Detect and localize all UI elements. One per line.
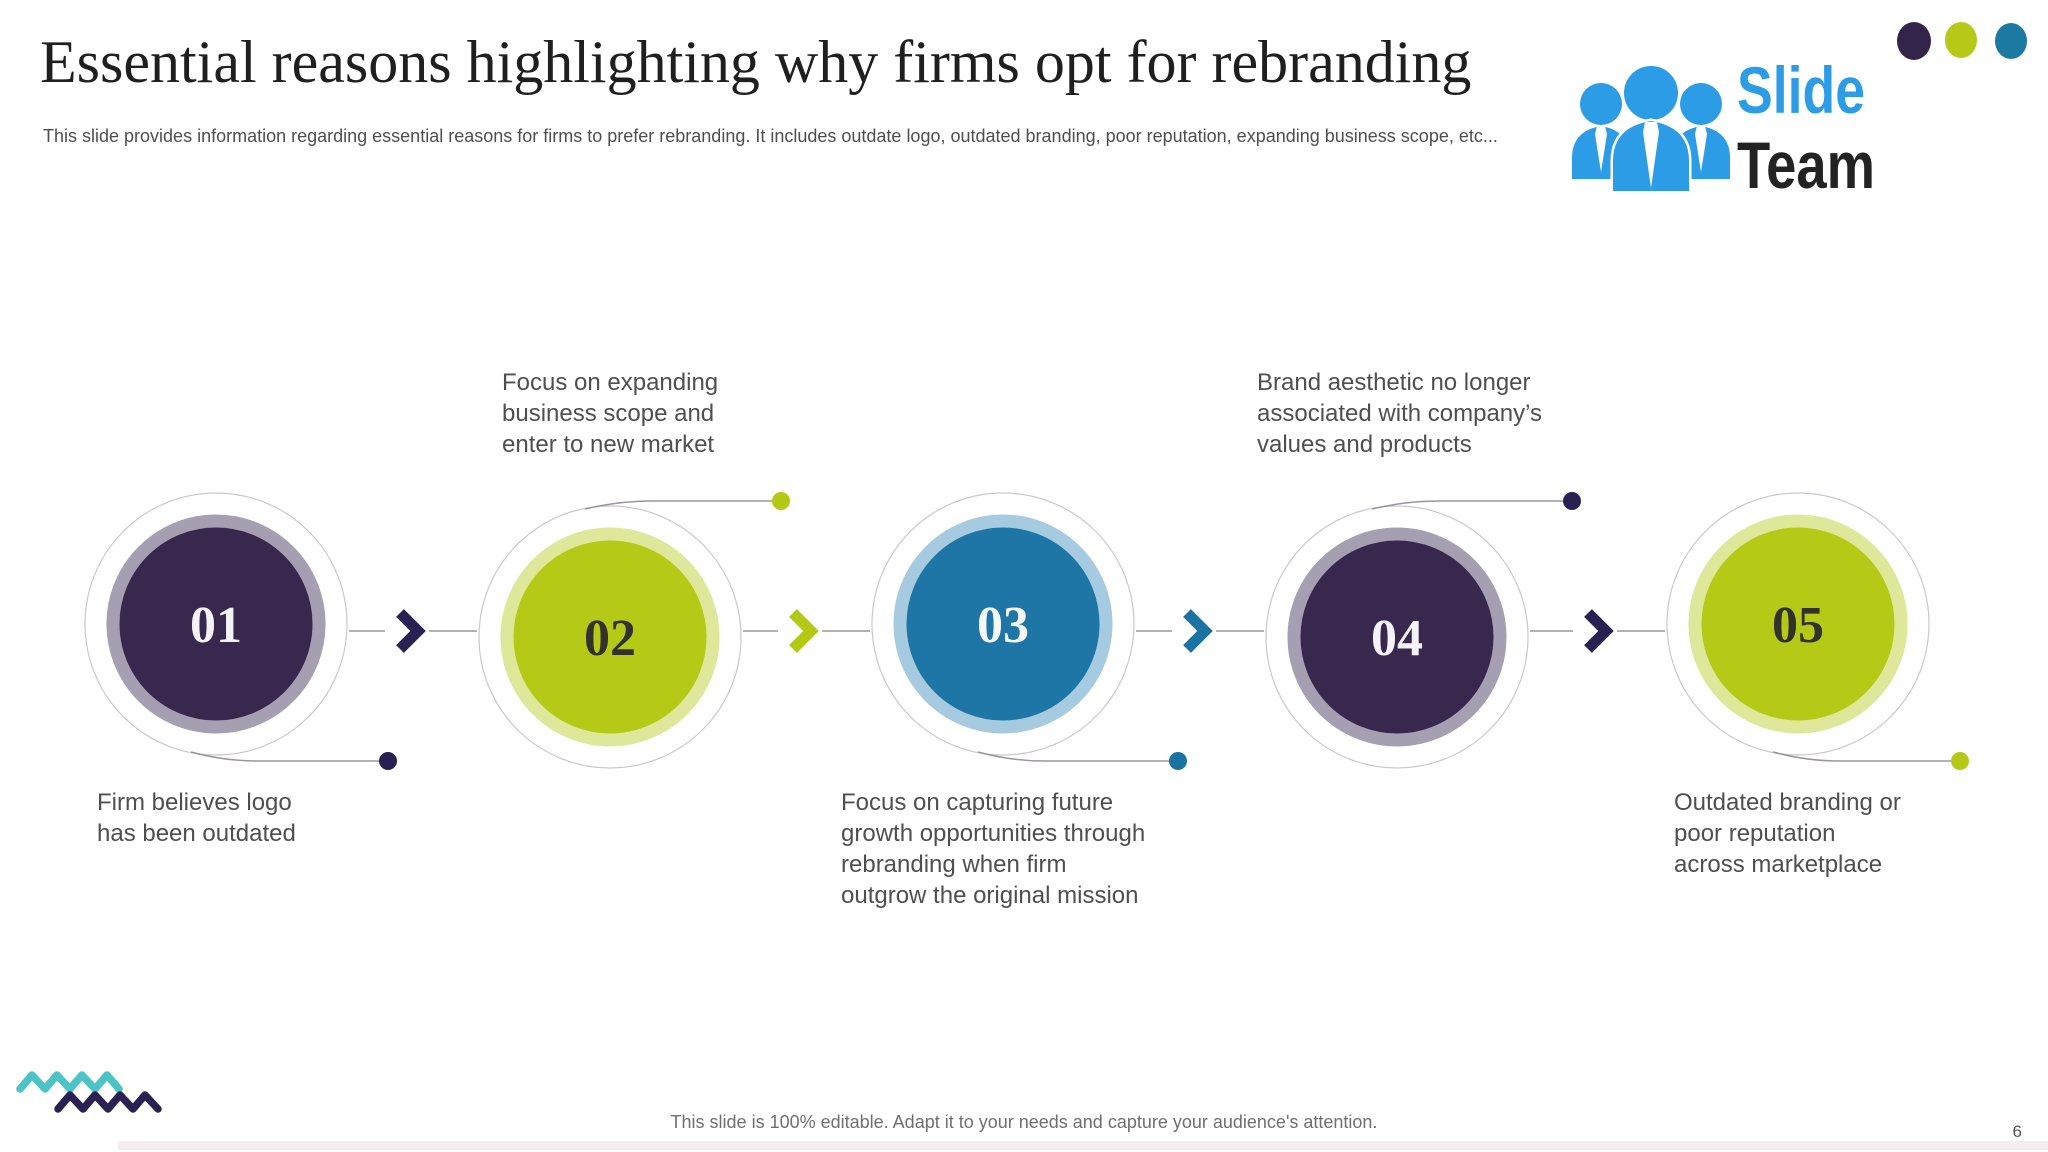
- pointer-dot: [1169, 752, 1187, 770]
- step-circle: [500, 527, 720, 747]
- step-group-1: 01: [84, 492, 397, 770]
- chevron-glyph: [1584, 609, 1614, 653]
- people-icon: [1572, 63, 1730, 194]
- footer-note: This slide is 100% editable. Adapt it to…: [670, 1112, 1378, 1132]
- arrow-chevron-icon: [743, 609, 870, 653]
- logo-text-slide: Slide: [1737, 53, 1865, 127]
- step-group-4: 04: [1265, 492, 1581, 769]
- chevron-glyph: [789, 609, 819, 653]
- connector-line: [190, 751, 379, 762]
- step-circle: [1688, 514, 1908, 734]
- step-group-2: 02: [478, 492, 790, 769]
- step-number: 04: [1371, 610, 1423, 667]
- outer-ring-circle: [1265, 505, 1529, 769]
- step-circle: [893, 514, 1113, 734]
- step-group-3: 03: [871, 492, 1187, 770]
- arrow-chevron-icon: [1530, 609, 1665, 653]
- bottom-strip: [118, 1141, 2048, 1150]
- step-number: 03: [977, 597, 1029, 654]
- arrow-chevron-icon: [1136, 609, 1264, 653]
- connector-line: [1772, 751, 1951, 762]
- chevron-glyph: [1183, 609, 1213, 653]
- accent-dot-purple: [1897, 22, 1931, 60]
- pointer-dot: [772, 492, 790, 510]
- arrow-chevron-icon: [349, 609, 477, 653]
- pointer-dot: [1951, 752, 1969, 770]
- connector-line: [977, 751, 1169, 762]
- pointer-dot: [1563, 492, 1581, 510]
- connector-line: [584, 500, 772, 510]
- step-number: 05: [1772, 597, 1824, 654]
- step-number: 02: [584, 610, 636, 667]
- pointer-dot: [379, 752, 397, 770]
- logo-text-team: Team: [1737, 128, 1875, 202]
- accent-dot-lime: [1945, 22, 1977, 58]
- step-label-5: Outdated branding or poor reputation acr…: [1674, 789, 1901, 878]
- step-group-5: 05: [1666, 492, 1969, 770]
- outer-ring-circle: [1666, 492, 1930, 756]
- connector-line: [1371, 500, 1563, 510]
- outer-ring-circle: [84, 492, 348, 756]
- wave-navy-icon: [54, 1091, 162, 1113]
- slide-subtitle: This slide provides information regardin…: [43, 126, 1498, 146]
- step-label-3: Focus on capturing future growth opportu…: [841, 789, 1146, 909]
- slideteam-logo: Slide Team: [1572, 53, 1875, 202]
- outer-ring-circle: [478, 505, 742, 769]
- step-label-4: Brand aesthetic no longer associated wit…: [1257, 369, 1543, 458]
- accent-dot-blue: [1995, 23, 2027, 59]
- step-label-2: Focus on expanding business scope and en…: [502, 369, 719, 458]
- page-title: Essential reasons highlighting why firms…: [40, 29, 1472, 95]
- step-circle: [106, 514, 326, 734]
- chevron-glyph: [396, 609, 426, 653]
- step-number: 01: [190, 597, 242, 654]
- accent-dots: [1897, 22, 2027, 60]
- outer-ring-circle: [871, 492, 1135, 756]
- step-circle: [1287, 527, 1507, 747]
- page-number: 6: [2012, 1122, 2022, 1141]
- step-label-1: Firm believes logo has been outdated: [97, 789, 296, 847]
- wave-teal-icon: [16, 1071, 123, 1093]
